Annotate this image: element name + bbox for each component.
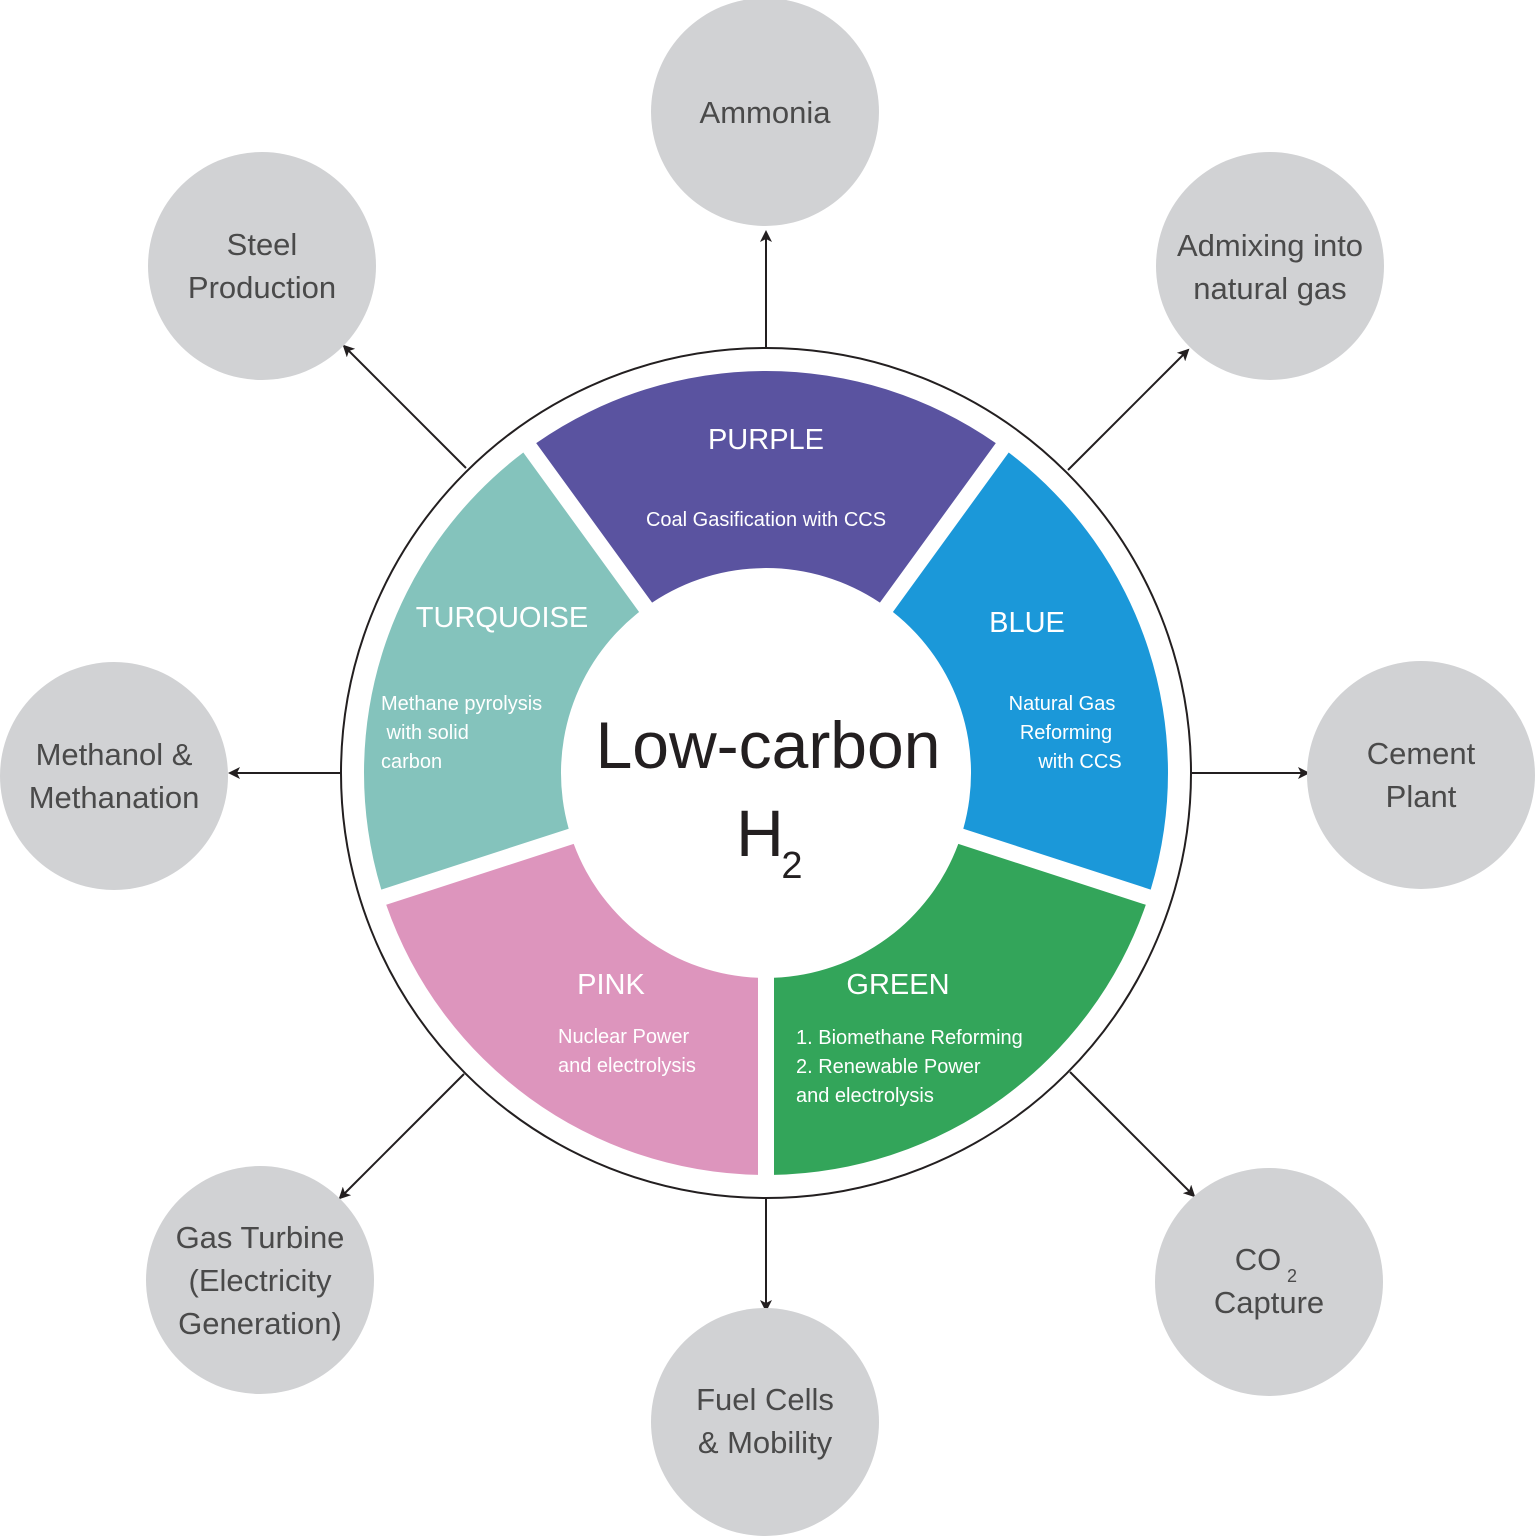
- center-label: Low-carbon H 2: [596, 708, 941, 887]
- node-fuelcells-label-1: Fuel Cells: [696, 1382, 834, 1417]
- segment-labels: PURPLE Coal Gasification with CCS BLUE N…: [381, 424, 1122, 1107]
- center-h-subscript: 2: [781, 845, 802, 887]
- node-admixing-label-2: natural gas: [1193, 271, 1346, 306]
- node-co2-label-sub: 2: [1287, 1266, 1297, 1286]
- segment-turquoise-desc-1: Methane pyrolysis: [381, 693, 542, 715]
- segment-green-desc-2: 2. Renewable Power: [796, 1056, 981, 1078]
- segment-green: [774, 843, 1146, 1175]
- node-co2-label-main: CO: [1235, 1242, 1282, 1277]
- segment-turquoise-desc-3: carbon: [381, 751, 442, 773]
- node-fuelcells: Fuel Cells & Mobility: [651, 1308, 879, 1536]
- node-ammonia-label: Ammonia: [700, 95, 832, 130]
- node-co2-capture: CO 2 Capture: [1155, 1168, 1383, 1396]
- segment-blue: [892, 452, 1168, 890]
- arrow-gasturbine: [338, 1073, 465, 1200]
- node-steel: Steel Production: [148, 152, 376, 380]
- node-gasturbine: Gas Turbine (Electricity Generation): [146, 1166, 374, 1394]
- segment-turquoise-desc-2: with solid: [381, 722, 469, 744]
- node-fuelcells-label-2: & Mobility: [698, 1425, 833, 1460]
- segment-pink-title: PINK: [577, 969, 645, 1001]
- node-gasturbine-label-3: Generation): [178, 1306, 342, 1341]
- node-admixing: Admixing into natural gas: [1156, 152, 1384, 380]
- segment-green-title: GREEN: [846, 969, 949, 1001]
- segment-blue-desc-2: Reforming: [1020, 722, 1112, 744]
- segment-blue-desc-3: with CCS: [1037, 751, 1121, 773]
- node-ammonia: Ammonia: [651, 0, 879, 226]
- node-cement-label-2: Plant: [1386, 779, 1457, 814]
- segment-purple-desc-1: Coal Gasification with CCS: [646, 509, 886, 531]
- segment-purple-title: PURPLE: [708, 424, 824, 456]
- segment-turquoise-title: TURQUOISE: [416, 602, 588, 634]
- node-methanol: Methanol & Methanation: [0, 662, 228, 890]
- node-methanol-label-1: Methanol &: [36, 737, 193, 772]
- arrows: [228, 230, 1310, 1312]
- node-methanol-label-2: Methanation: [29, 780, 200, 815]
- node-co2-label-2: Capture: [1214, 1285, 1324, 1320]
- node-gasturbine-label-1: Gas Turbine: [176, 1220, 345, 1255]
- node-gasturbine-label-2: (Electricity: [189, 1263, 332, 1298]
- segment-green-desc-3: and electrolysis: [796, 1085, 934, 1107]
- node-admixing-label-1: Admixing into: [1177, 228, 1363, 263]
- node-steel-label-2: Production: [188, 270, 336, 305]
- segment-purple: [536, 370, 996, 603]
- segment-blue-desc-1: Natural Gas: [1009, 693, 1116, 715]
- arrow-steel: [342, 344, 467, 469]
- segment-blue-title: BLUE: [989, 607, 1065, 639]
- arrow-co2: [1069, 1071, 1196, 1198]
- center-title: Low-carbon: [596, 708, 941, 782]
- segment-pink-desc-2: and electrolysis: [558, 1055, 696, 1077]
- node-cement: Cement Plant: [1307, 661, 1535, 889]
- segment-pink: [386, 843, 758, 1175]
- segment-turquoise: [364, 452, 640, 890]
- segment-green-desc-1: 1. Biomethane Reforming: [796, 1027, 1023, 1049]
- center-h-symbol: H: [736, 796, 784, 870]
- arrow-admixing: [1067, 348, 1190, 471]
- node-steel-label-1: Steel: [227, 227, 298, 262]
- node-cement-label-1: Cement: [1367, 736, 1476, 771]
- hydrogen-color-segments: [364, 370, 1168, 1175]
- segment-pink-desc-1: Nuclear Power: [558, 1026, 690, 1048]
